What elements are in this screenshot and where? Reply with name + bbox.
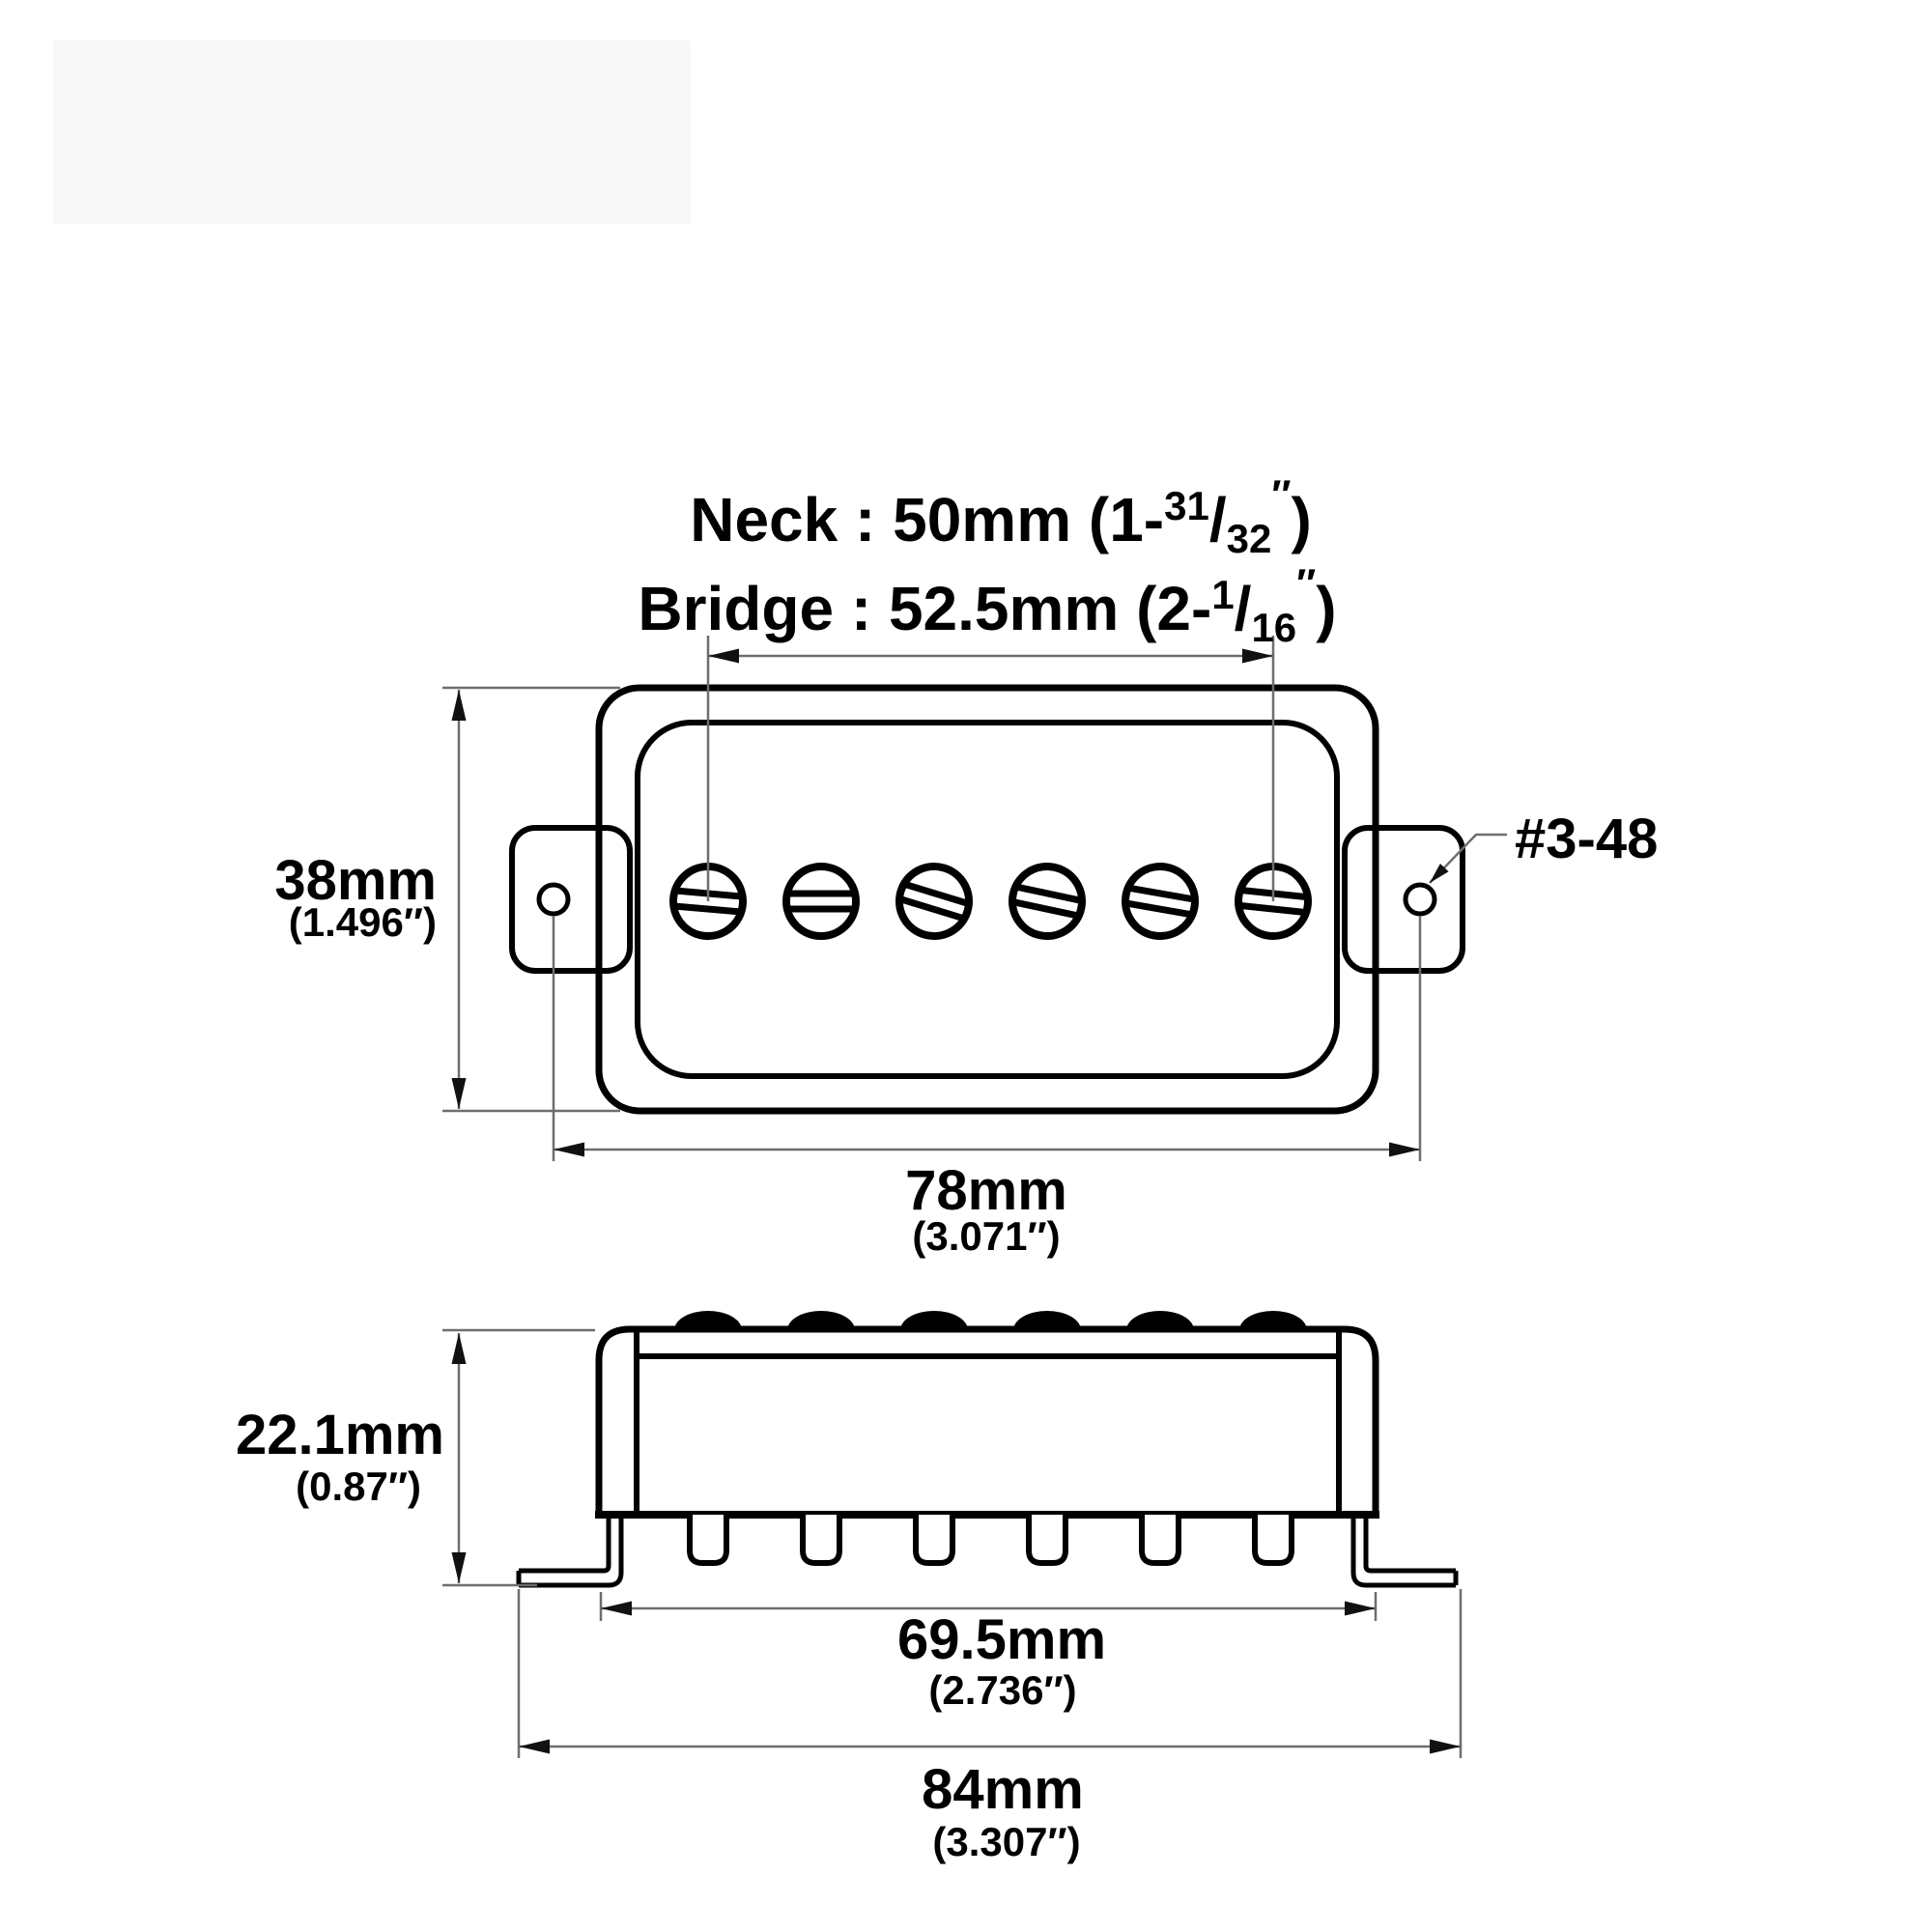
pole-screw-pins (687, 1515, 1294, 1566)
pole-screw (1009, 863, 1086, 940)
pole-screws (669, 863, 1312, 940)
base-84mm-label: 84mm (922, 1758, 1084, 1821)
dimension-pole-spacing: Neck : 50mm (1-31/32″) Bridge : 52.5mm (… (638, 471, 1337, 901)
pole-screw-slot (1013, 898, 1078, 920)
pole-screw-dome (674, 1311, 742, 1330)
pole-screw-slot (1016, 883, 1081, 904)
dimension-base-84mm: 84mm (3.307″) (517, 1589, 1463, 1864)
dimension-height-221mm: 22.1mm (0.87″) (236, 1328, 595, 1587)
pickup-side-view (516, 1311, 1459, 1588)
ear-screw-hole-right (1403, 882, 1437, 917)
pole-screw-dome (1013, 1311, 1081, 1330)
screw-spec-label: #3-48 (1515, 808, 1658, 870)
pole-screw-dome (900, 1311, 968, 1330)
height-1496in-label: (1.496″) (289, 899, 437, 945)
bracket-left (516, 1515, 624, 1588)
pole-screw-pin (687, 1515, 729, 1566)
pole-screw-pin (1252, 1515, 1294, 1566)
side-cover-profile (595, 1325, 1379, 1515)
pole-screw (1122, 863, 1199, 940)
ear-screw-hole-left (536, 882, 571, 917)
pole-screw-slot (904, 881, 968, 907)
pole-screw-slot (1126, 899, 1191, 919)
pole-screw-dome (787, 1311, 855, 1330)
pole-screw-pin (800, 1515, 842, 1566)
pole-screw-circle (895, 863, 973, 940)
pole-screw-slot (900, 895, 964, 922)
bridge-spacing-label: Bridge : 52.5mm (2-1/16″) (638, 560, 1336, 650)
pole-screw-dome (1239, 1311, 1307, 1330)
pole-screw (782, 863, 860, 940)
pole-screw-domes (674, 1311, 1307, 1330)
height-221mm-label: 22.1mm (236, 1404, 444, 1466)
height-38mm-label: 38mm (274, 849, 437, 912)
bracket-right (1350, 1515, 1459, 1588)
callout-mounting-screw: #3-48 (1429, 808, 1658, 884)
pickup-cover-inner-edge (635, 720, 1340, 1079)
pole-screw-pin (913, 1515, 955, 1566)
base-3307in-label: (3.307″) (932, 1819, 1080, 1864)
neck-spacing-label: Neck : 50mm (1-31/32″) (690, 471, 1312, 561)
pole-screw-slot (675, 902, 740, 916)
height-087in-label: (0.87″) (296, 1463, 421, 1509)
pole-screw-circle (1122, 863, 1199, 940)
pole-screw-pin (1026, 1515, 1068, 1566)
pole-screw-circle (1009, 863, 1086, 940)
dimension-cover-height-38mm: 38mm (1.496″) (274, 686, 620, 1113)
mounting-ear-right (1342, 825, 1465, 974)
pole-screw-circle (782, 863, 860, 940)
pole-screw-pin (1139, 1515, 1181, 1566)
pole-screw-dome (1126, 1311, 1194, 1330)
pole-screw (895, 863, 973, 940)
dimension-hole-span-78mm: 78mm (3.071″) (552, 916, 1422, 1259)
pole-screw-slot (1129, 884, 1194, 903)
mounting-ear-left (509, 825, 633, 974)
pickup-cover-outline (595, 684, 1379, 1115)
dimension-base-695mm: 69.5mm (2.736″) (599, 1592, 1378, 1713)
watermark-block (53, 41, 691, 224)
width-3071in-label: (3.071″) (912, 1213, 1060, 1259)
pickup-top-view (509, 684, 1465, 1115)
width-78mm-label: 78mm (905, 1159, 1067, 1222)
base-2736in-label: (2.736″) (928, 1667, 1076, 1713)
leader-line-screw-spec (1429, 833, 1507, 884)
pole-screw-slot (1239, 902, 1305, 916)
base-695mm-label: 69.5mm (897, 1608, 1106, 1671)
